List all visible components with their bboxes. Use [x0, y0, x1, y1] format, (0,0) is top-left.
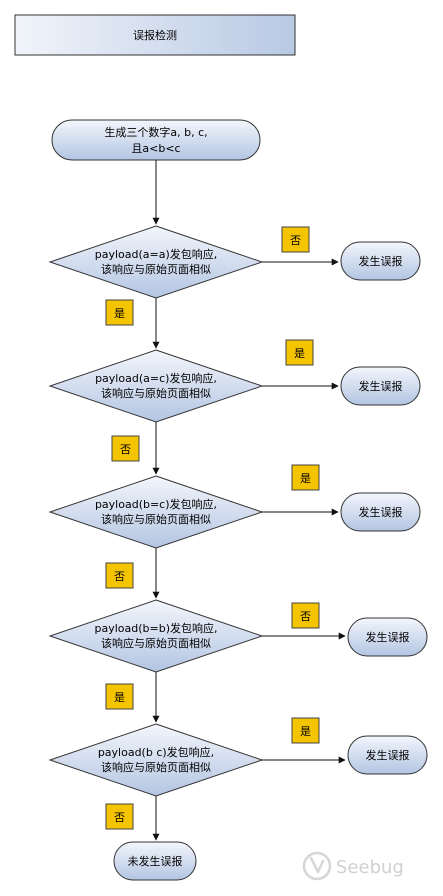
decision-5: payload(b c)发包响应, 该响应与原始页面相似	[48, 723, 264, 797]
result-1-label: 发生误报	[359, 254, 403, 268]
decision-1-line2: 该响应与原始页面相似	[101, 262, 211, 276]
result-2-label: 发生误报	[359, 379, 403, 393]
decision-4-down-tag	[105, 683, 134, 710]
result-3-node	[340, 492, 421, 532]
decision-5-side-tag-label: 是	[300, 725, 311, 738]
decision-1: payload(a=a)发包响应, 该响应与原始页面相似	[48, 225, 264, 299]
decision-1-down-tag	[105, 299, 134, 326]
header-title: 误报检测	[133, 28, 177, 42]
decision-4-line2: 该响应与原始页面相似	[101, 636, 211, 650]
end-node	[113, 841, 197, 881]
header-box	[14, 14, 296, 56]
decision-2-diamond	[48, 349, 264, 423]
decision-1-side-tag	[281, 226, 310, 253]
start-label-line2: 且a<b<c	[131, 142, 180, 155]
decision-4-side-tag-label: 否	[300, 610, 311, 623]
decision-5-side-tag	[291, 717, 320, 744]
result-5-label: 发生误报	[366, 748, 410, 762]
result-5-node	[347, 735, 428, 775]
decision-3-side-tag	[291, 464, 320, 491]
decision-5-line1: payload(b c)发包响应,	[98, 745, 214, 759]
decision-4: payload(b=b)发包响应, 该响应与原始页面相似	[48, 599, 264, 673]
decision-2-side-tag	[285, 339, 314, 366]
decision-3-down-tag	[105, 562, 134, 589]
result-4-label: 发生误报	[366, 630, 410, 644]
decision-1-down-tag-label: 是	[114, 307, 125, 320]
decision-1-diamond	[48, 225, 264, 299]
decision-3-down-tag-label: 否	[114, 570, 125, 583]
decision-4-line1: payload(b=b)发包响应,	[94, 621, 217, 635]
watermark: Seebug	[302, 851, 404, 881]
decision-2-side-tag-label: 是	[294, 347, 305, 360]
decision-5-down-tag	[105, 803, 134, 830]
decision-4-down-tag-label: 是	[114, 691, 125, 704]
decision-4-diamond	[48, 599, 264, 673]
decision-2-down-tag-label: 否	[120, 443, 131, 456]
decision-5-line2: 该响应与原始页面相似	[101, 760, 211, 774]
decision-2: payload(a=c)发包响应, 该响应与原始页面相似	[48, 349, 264, 423]
result-4-node	[347, 617, 428, 657]
decision-5-down-tag-label: 否	[114, 811, 125, 824]
decision-5-diamond	[48, 723, 264, 797]
result-3-label: 发生误报	[359, 505, 403, 519]
decision-2-line2: 该响应与原始页面相似	[101, 386, 211, 400]
decision-3: payload(b=c)发包响应, 该响应与原始页面相似	[48, 475, 264, 549]
decision-1-side-tag-label: 否	[290, 234, 301, 247]
decision-2-down-tag	[111, 435, 140, 462]
start-label-line1: 生成三个数字a, b, c,	[104, 125, 207, 139]
decision-3-line2: 该响应与原始页面相似	[101, 512, 211, 526]
decision-3-side-tag-label: 是	[300, 472, 311, 485]
watermark-text: Seebug	[336, 857, 404, 878]
decision-1-line1: payload(a=a)发包响应,	[95, 247, 218, 261]
decision-3-line1: payload(b=c)发包响应,	[95, 497, 217, 511]
decision-4-side-tag	[291, 602, 320, 629]
result-1-node	[340, 241, 421, 281]
result-2-node	[340, 366, 421, 406]
end-label: 未发生误报	[128, 854, 183, 868]
decision-3-diamond	[48, 475, 264, 549]
seebug-logo-icon	[302, 851, 332, 881]
decision-2-line1: payload(a=c)发包响应,	[95, 371, 217, 385]
